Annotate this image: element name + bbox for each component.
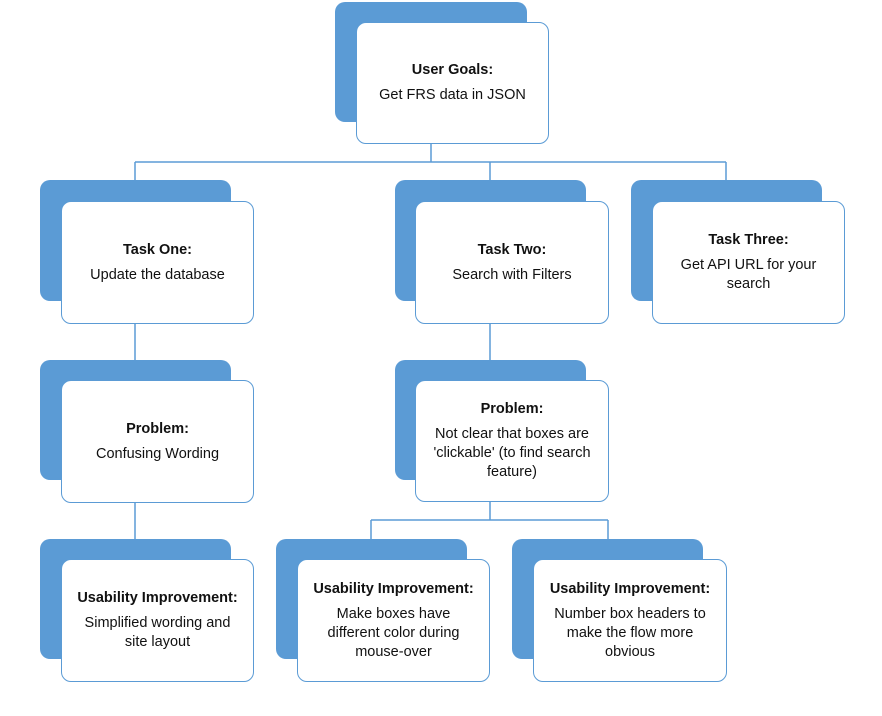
node-task-one: Task One: Update the database (40, 180, 254, 324)
node-improvement-three: Usability Improvement: Number box header… (512, 539, 727, 682)
node-title: Task One: (122, 241, 193, 258)
node-title: Usability Improvement: (549, 580, 711, 597)
node-text: Not clear that boxes are 'clickable' (to… (433, 426, 591, 480)
node-text: Get API URL for your search (680, 257, 817, 292)
node-title: Problem: (480, 401, 544, 417)
node-title: Task Two: (477, 241, 547, 258)
node-text: Confusing Wording (95, 445, 220, 462)
node-box: Usability Improvement: Simplified wordin… (61, 559, 254, 682)
node-task-two: Task Two: Search with Filters (395, 180, 609, 324)
node-text: Get FRS data in JSON (379, 87, 526, 103)
node-title: Usability Improvement: (77, 590, 238, 606)
node-title: User Goals: (411, 62, 494, 78)
node-text: Simplified wording and site layout (84, 615, 231, 650)
node-problem-one: Problem: Confusing Wording (40, 360, 254, 503)
node-title: Usability Improvement: (313, 580, 474, 597)
node-text: Update the database (90, 266, 225, 283)
node-box: Task Two: Search with Filters (415, 201, 609, 324)
node-box: Problem: Confusing Wording (61, 380, 254, 503)
node-box: User Goals: Get FRS data in JSON (356, 22, 549, 144)
node-text: Search with Filters (452, 266, 572, 283)
node-box: Task Three: Get API URL for your search (652, 201, 845, 324)
node-improvement-one: Usability Improvement: Simplified wordin… (40, 539, 254, 682)
node-text: Number box headers to make the flow more… (554, 605, 706, 660)
node-title: Task Three: (708, 232, 789, 248)
node-text: Make boxes have different color during m… (327, 605, 460, 660)
node-task-three: Task Three: Get API URL for your search (631, 180, 845, 324)
node-title: Problem: (126, 420, 189, 437)
node-box: Task One: Update the database (61, 201, 254, 324)
node-box: Usability Improvement: Number box header… (533, 559, 727, 682)
node-user-goals: User Goals: Get FRS data in JSON (335, 2, 549, 144)
node-box: Usability Improvement: Make boxes have d… (297, 559, 490, 682)
node-problem-two: Problem: Not clear that boxes are 'click… (395, 360, 609, 503)
node-box: Problem: Not clear that boxes are 'click… (415, 380, 609, 502)
node-improvement-two: Usability Improvement: Make boxes have d… (276, 539, 490, 682)
